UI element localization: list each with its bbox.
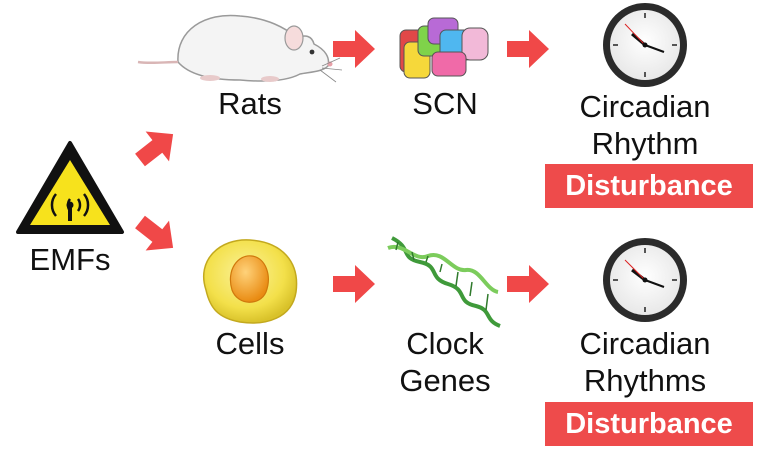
arrow-emf-to-cells <box>128 207 185 263</box>
arrow-genes-to-clock <box>507 265 549 303</box>
top-disturbance-badge: Disturbance <box>545 164 753 208</box>
top-outcome-line2: Rhythm <box>591 126 699 161</box>
genes-label-line2: Genes <box>399 363 491 398</box>
arrow-rats-to-scn <box>333 30 375 68</box>
genes-label-line1: Clock <box>406 326 484 361</box>
bottom-outcome-line1: Circadian <box>579 326 711 361</box>
scn-label: SCN <box>412 86 478 121</box>
arrow-emf-to-rats <box>128 119 185 175</box>
arrow-scn-to-clock <box>507 30 549 68</box>
clock-icon <box>603 238 687 322</box>
brain-scn-icon <box>399 17 489 79</box>
rats-label: Rats <box>218 86 282 121</box>
cell-icon <box>203 239 298 324</box>
cells-label: Cells <box>215 326 285 361</box>
clock-icon <box>603 3 687 87</box>
arrow-cells-to-genes <box>333 265 375 303</box>
emfs-label: EMFs <box>29 242 111 277</box>
radiation-warning-icon <box>16 141 124 234</box>
top-outcome-line1: Circadian <box>579 89 711 124</box>
rat-icon <box>137 14 343 83</box>
bottom-disturbance-badge: Disturbance <box>545 402 753 446</box>
bottom-outcome-line2: Rhythms <box>583 363 707 398</box>
dna-helix-icon <box>387 236 501 328</box>
